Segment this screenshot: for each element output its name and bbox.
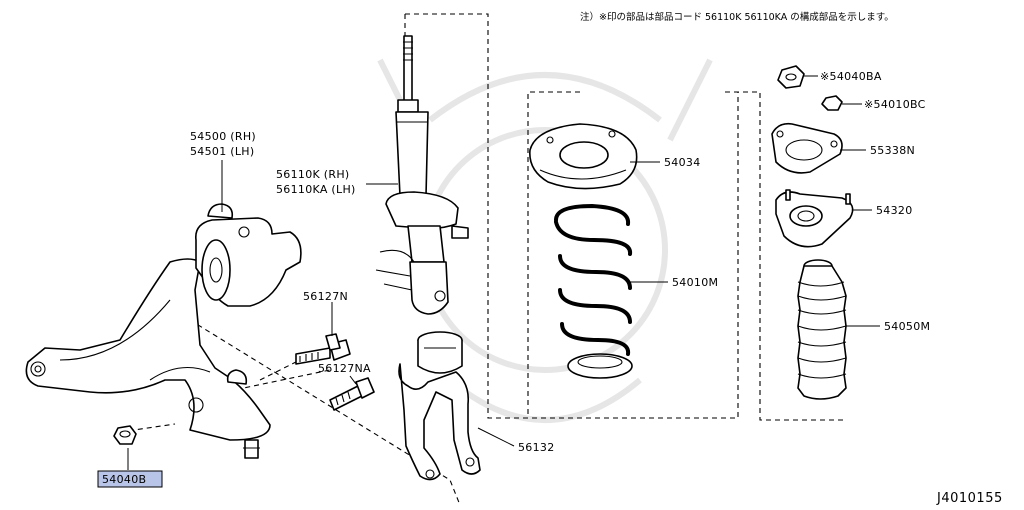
part-labels: 54500 (RH) 54501 (LH) 56110K (RH) 56110K… [97,70,930,488]
bolt-56127na [329,377,375,411]
nut-54010bc [821,95,843,111]
label-strut-lh: 56110KA (LH) [276,183,356,196]
label-strut-rh: 56110K (RH) [276,168,350,181]
label-plate: 55338N [870,144,915,157]
highlight-box [97,470,163,488]
label-lower-arm-rh: 54500 (RH) [190,130,256,143]
label-spring-seat: 54034 [664,156,701,169]
bolt-56127n [295,333,351,365]
label-nut-54010bc: ※54010BC [864,98,926,111]
label-lower-arm-lh: 54501 (LH) [190,145,254,158]
knuckle-fork [398,331,481,481]
dust-boot [797,259,847,400]
label-nut-54040b[interactable]: 54040B [102,473,146,486]
lower-arm [25,258,271,459]
mount-plate [771,122,843,174]
diagram-id: J4010155 [936,491,1003,506]
label-mount: 54320 [876,204,913,217]
spring-seat [529,123,638,190]
leader-lines [127,75,880,470]
header-note: 注）※印の部品は部品コード 56110K 56110KA の構成部品を示します。 [580,11,894,23]
strut-assembly [375,35,469,315]
label-boot: 54050M [884,320,930,333]
label-knuckle-fork: 56132 [518,441,555,454]
nut-54040b [113,425,137,445]
label-bolt-56127na: 56127NA [318,362,371,375]
label-spring: 54010M [672,276,718,289]
label-bolt-56127n: 56127N [303,290,348,303]
arm-bushing [195,203,302,307]
strut-mount [775,189,854,248]
coil-spring [554,204,633,379]
nut-54040ba [777,65,805,89]
label-nut-54040ba: ※54040BA [820,70,882,83]
